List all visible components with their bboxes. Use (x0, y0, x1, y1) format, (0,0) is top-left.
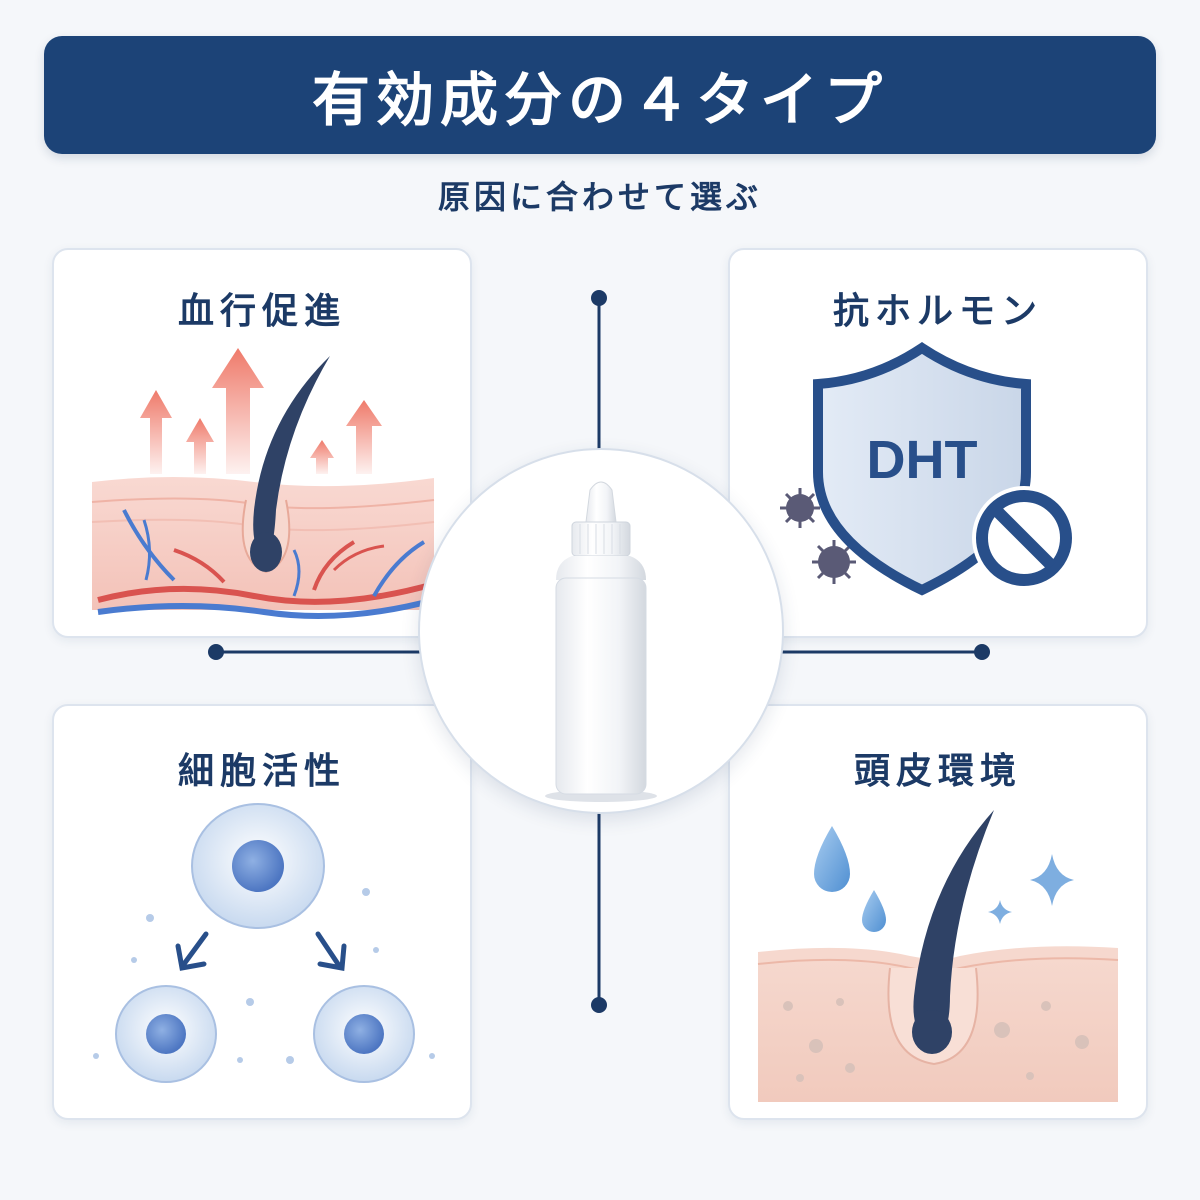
lotion-bottle-icon (545, 481, 657, 802)
page-title: 有効成分の４タイプ (311, 66, 888, 134)
dht-shield-icon: DHT (780, 341, 1076, 596)
scalp-hydration-icon (757, 810, 1119, 1102)
card-label-blood-flow: 血行促進 (177, 291, 346, 332)
page-subtitle: 原因に合わせて選ぶ (437, 178, 762, 216)
card-anti-hormone: DHT 抗ホルモン (728, 248, 1148, 638)
card-label-scalp-environment: 頭皮環境 (853, 751, 1022, 792)
connector-dot-bottom (591, 997, 607, 1013)
connector-dot-left (208, 644, 224, 660)
card-blood-flow: 血行促進 (52, 248, 472, 638)
shield-dht-text: DHT (867, 430, 978, 490)
cell-division-icon (93, 803, 435, 1083)
card-label-cell-activation: 細胞活性 (177, 751, 346, 792)
blood-flow-icon (91, 348, 435, 619)
card-cell-activation: 細胞活性 (52, 704, 472, 1120)
title-banner: 有効成分の４タイプ (44, 36, 1156, 154)
connector-dot-top (591, 290, 607, 306)
card-label-anti-hormone: 抗ホルモン (832, 291, 1043, 332)
connector-dot-right (974, 644, 990, 660)
card-scalp-environment: 頭皮環境 (728, 704, 1148, 1120)
center-product-circle (418, 448, 784, 814)
